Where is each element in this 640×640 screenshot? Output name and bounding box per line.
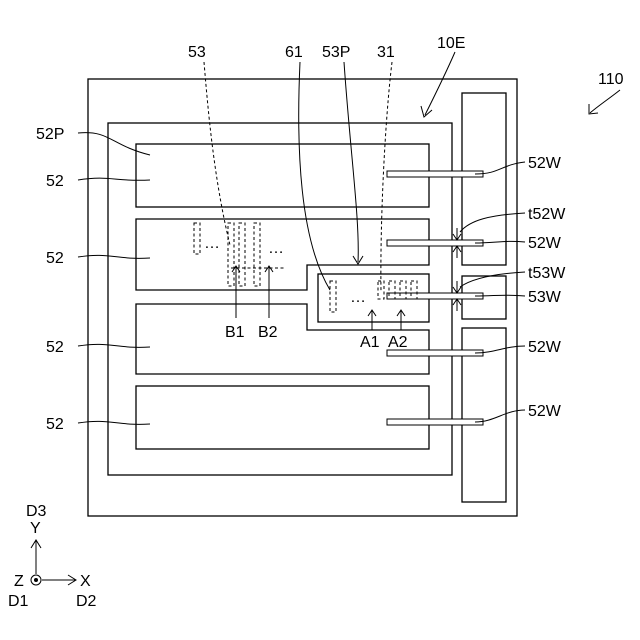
axis-label-Z: Z xyxy=(14,573,24,590)
leader-52-c xyxy=(78,344,150,347)
dashed-finger xyxy=(330,281,336,312)
right-bar-top xyxy=(462,93,506,265)
leader-t53W xyxy=(460,272,525,287)
leader-52-d xyxy=(78,421,150,424)
electrode-52-third xyxy=(136,304,429,374)
label-61: 61 xyxy=(285,44,303,61)
ellipsis-b2: … xyxy=(268,240,284,257)
label-52-a: 52 xyxy=(46,173,64,190)
axis-label-D1: D1 xyxy=(8,593,29,610)
axis-x-arrow xyxy=(42,575,76,585)
electrode-52-bottom xyxy=(136,386,429,449)
arrow-B2 xyxy=(265,266,273,318)
leader-110 xyxy=(590,90,620,113)
label-110: 110 xyxy=(598,71,624,88)
dashed-finger xyxy=(194,223,200,254)
label-10E: 10E xyxy=(437,35,465,52)
label-t52W: t52W xyxy=(528,206,566,223)
wire-52W-1 xyxy=(387,171,483,177)
label-52W-4: 52W xyxy=(528,403,562,420)
label-A1: A1 xyxy=(360,334,380,351)
wire-52W-2 xyxy=(387,240,483,246)
label-52-c: 52 xyxy=(46,339,64,356)
label-B2: B2 xyxy=(258,324,278,341)
ellipsis-b: … xyxy=(204,235,220,252)
label-52W-1: 52W xyxy=(528,155,562,172)
dashed-finger xyxy=(239,223,245,286)
wire-52W-4 xyxy=(387,419,483,425)
leader-61 xyxy=(299,62,330,290)
dashed-finger xyxy=(254,223,260,286)
wire-53W xyxy=(387,293,483,299)
label-53W: 53W xyxy=(528,289,562,306)
dashed-finger xyxy=(228,223,234,286)
arrow-B1 xyxy=(232,266,240,318)
label-52P: 52P xyxy=(36,126,64,143)
arrow-A2 xyxy=(397,310,405,330)
label-53-top: 53 xyxy=(188,44,206,61)
arrow-A1 xyxy=(368,310,376,330)
label-52W-2: 52W xyxy=(528,235,562,252)
label-31: 31 xyxy=(377,44,395,61)
leader-10E xyxy=(425,52,455,115)
ellipsis-a: … xyxy=(350,289,366,306)
axis-label-D3: D3 xyxy=(26,503,47,520)
axis-z-dot xyxy=(34,578,38,582)
leader-53 xyxy=(204,62,230,245)
axis-label-D2: D2 xyxy=(76,593,97,610)
label-t53W: t53W xyxy=(528,265,566,282)
axis-y-arrow xyxy=(31,540,41,574)
label-53P: 53P xyxy=(322,44,350,61)
leader-t52W xyxy=(460,213,525,232)
label-52W-3: 52W xyxy=(528,339,562,356)
axis-label-Y: Y xyxy=(30,520,41,537)
electrode-52P xyxy=(136,144,429,207)
label-52-b: 52 xyxy=(46,250,64,267)
label-B1: B1 xyxy=(225,324,245,341)
leader-52-a xyxy=(78,178,150,180)
label-52-d: 52 xyxy=(46,416,64,433)
leader-52-b xyxy=(78,255,150,258)
axis-label-X: X xyxy=(80,573,91,590)
label-A2: A2 xyxy=(388,334,408,351)
leader-53P xyxy=(344,62,358,262)
